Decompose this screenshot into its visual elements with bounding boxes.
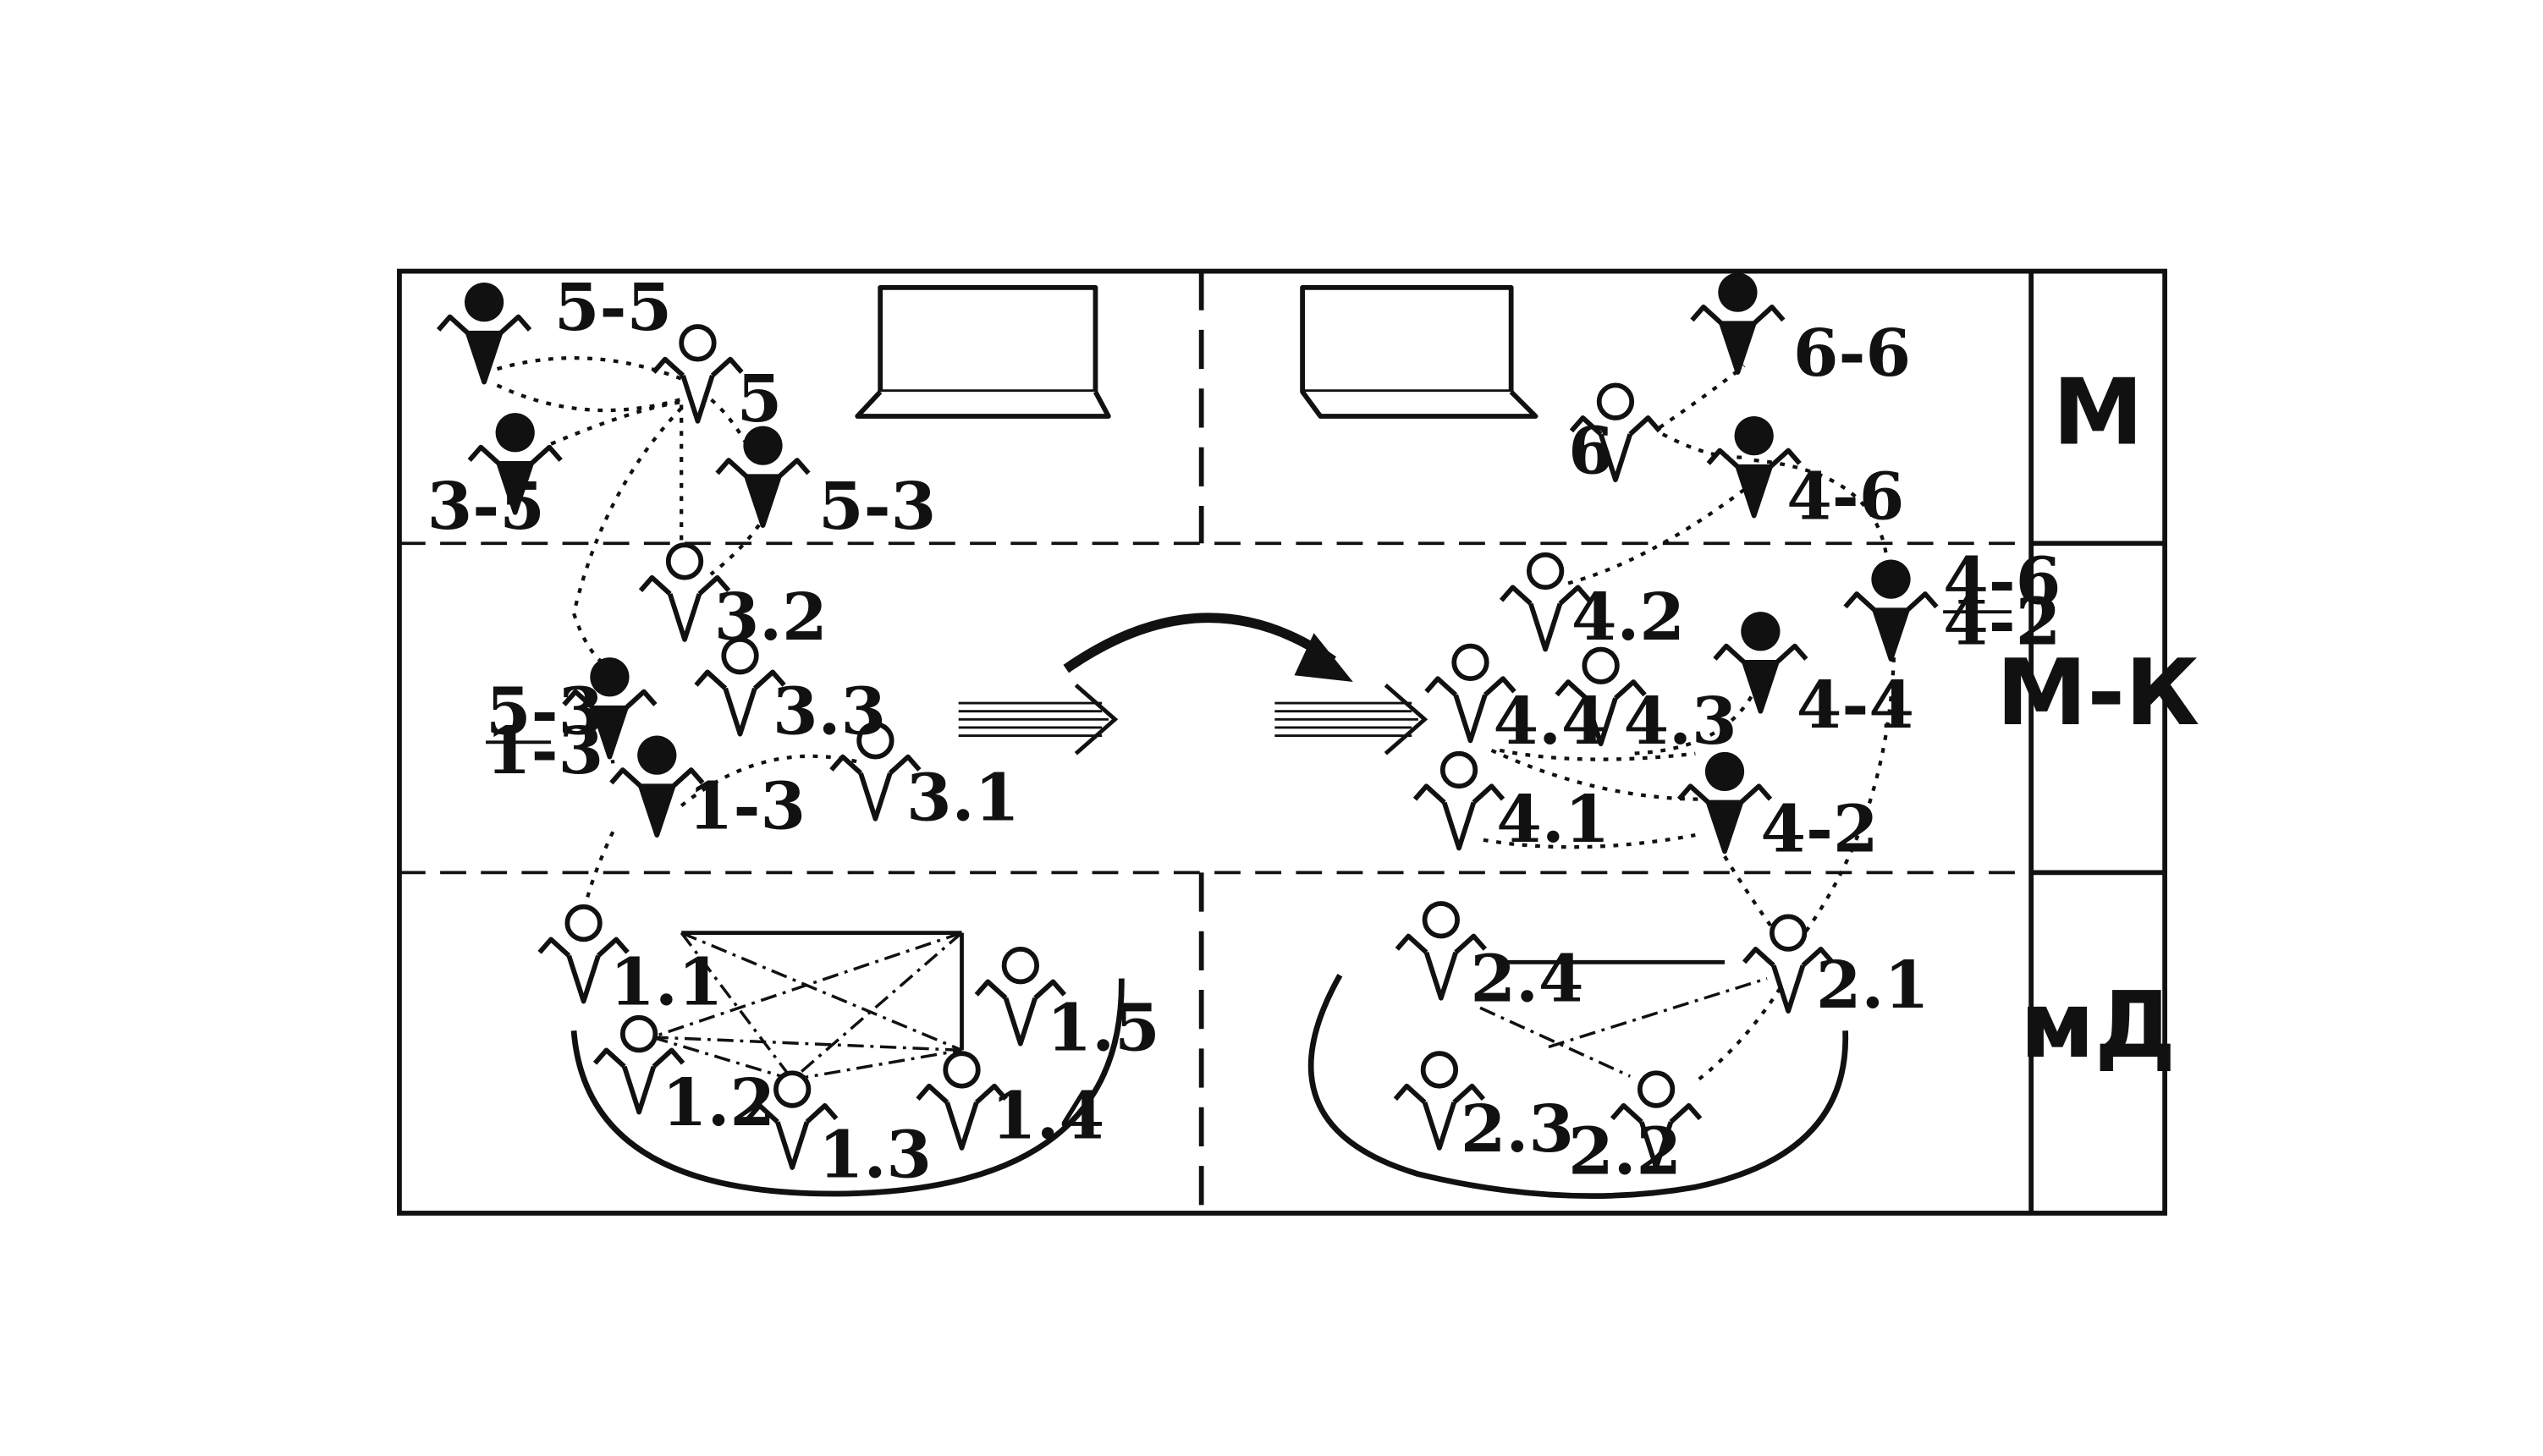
label-5: 5 xyxy=(737,361,783,437)
label-4-3: 4.3 xyxy=(1624,684,1737,760)
label-5-3: 5-3 xyxy=(818,469,936,545)
person-labels: 5-5 5 3-5 5-3 3.2 3.3 5-3 1-3 1-3 3.1 1.… xyxy=(427,270,2061,1194)
group-1-boundary xyxy=(570,978,1125,1197)
zone-label-middle: М-К xyxy=(1996,640,2199,746)
label-5-5: 5-5 xyxy=(554,270,672,346)
group-2-boundary xyxy=(1307,974,1848,1199)
label-1-3-fraction-denominator: 1-3 xyxy=(486,713,603,789)
zone-label-top: М xyxy=(2052,360,2143,466)
label-1-1: 1.1 xyxy=(609,944,723,1020)
label-2-3: 2.3 xyxy=(1461,1091,1574,1168)
leader-person-icon xyxy=(1692,272,1783,372)
label-6-6: 6-6 xyxy=(1793,316,1911,392)
label-2-1: 2.1 xyxy=(1816,948,1929,1024)
label-4-6-fraction-numerator: 4-6 xyxy=(1943,544,2061,620)
leader-person-icon xyxy=(438,283,530,382)
label-4-4-leader: 4-4 xyxy=(1797,668,1914,744)
laptop-icon xyxy=(1300,284,1538,419)
label-3-3: 3.3 xyxy=(773,674,886,750)
label-1-5: 1.5 xyxy=(1047,990,1160,1066)
label-1-2: 1.2 xyxy=(662,1065,775,1141)
label-4-2-leader: 4-2 xyxy=(1760,791,1878,867)
group-2-network xyxy=(1479,959,1768,1078)
label-2-2: 2.2 xyxy=(1568,1114,1682,1190)
label-3-2: 3.2 xyxy=(714,580,828,656)
label-4-4: 4.4 xyxy=(1493,684,1606,760)
label-2-4: 2.4 xyxy=(1471,942,1584,1018)
label-5-3-fraction-numerator: 5-3 xyxy=(486,674,603,750)
label-4-2: 4.2 xyxy=(1571,580,1685,656)
label-4-6: 4-6 xyxy=(1786,459,1904,535)
leader-person-icon xyxy=(718,426,809,526)
label-3-5: 3-5 xyxy=(427,469,545,545)
label-4-2-fraction-denominator: 4-2 xyxy=(1943,585,2061,661)
frame xyxy=(397,268,2167,1216)
member-person-icon xyxy=(1415,754,1503,849)
label-1-3-member: 1.3 xyxy=(818,1118,932,1194)
group-1-network xyxy=(651,931,964,1081)
zone-label-bottom: мД xyxy=(2020,973,2176,1079)
label-4-1: 4.1 xyxy=(1496,782,1610,858)
label-1-3: 1-3 xyxy=(688,768,806,844)
transition-arrow-right xyxy=(1274,684,1428,755)
label-1-4: 1.4 xyxy=(991,1078,1104,1154)
label-6: 6 xyxy=(1568,413,1614,489)
laptop-icon xyxy=(855,284,1111,419)
transition-arrow-left xyxy=(958,684,1119,755)
leader-person-icon xyxy=(1846,560,1937,660)
curved-arrow-icon xyxy=(1063,613,1353,682)
label-3-1: 3.1 xyxy=(906,761,1020,837)
